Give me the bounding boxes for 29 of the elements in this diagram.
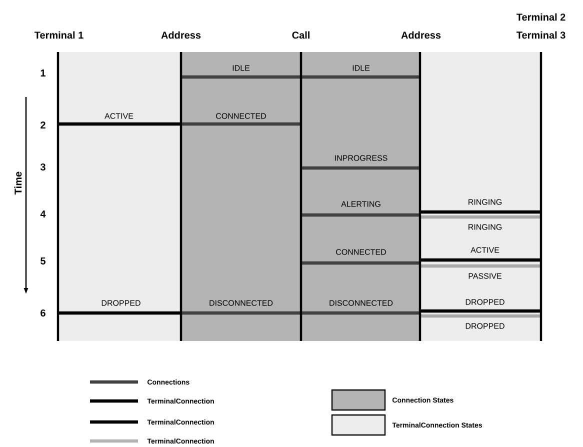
state-label: RINGING <box>468 224 502 230</box>
state-label: CONNECTED <box>336 249 386 255</box>
state-label: DROPPED <box>466 299 504 305</box>
column-header: Address <box>401 31 441 39</box>
state-label: IDLE <box>352 65 370 71</box>
state-label: DISCONNECTED <box>330 300 393 306</box>
state-label: DROPPED <box>466 323 504 329</box>
column-header: Address <box>161 31 201 39</box>
state-label: PASSIVE <box>468 273 502 279</box>
state-label: ACTIVE <box>104 113 134 119</box>
state-label: RINGING <box>468 199 502 205</box>
state-label: INPROGRESS <box>335 155 388 161</box>
step-number: 6 <box>40 309 46 317</box>
state-label: CONNECTED <box>216 113 266 119</box>
column-header: Call <box>292 31 310 39</box>
step-number: 1 <box>40 70 46 76</box>
state-label: DROPPED <box>102 300 140 306</box>
state-label: ACTIVE <box>470 247 500 253</box>
column-header: Terminal 3 <box>516 31 566 39</box>
state-label: DISCONNECTED <box>210 300 273 306</box>
column-header: Terminal 2 <box>516 13 566 21</box>
step-number: 2 <box>40 122 46 128</box>
step-number: 5 <box>40 258 46 264</box>
step-number: 4 <box>40 210 46 218</box>
axis-label: Time <box>14 172 22 194</box>
state-label: ALERTING <box>341 201 380 207</box>
step-number: 3 <box>40 163 46 171</box>
state-label: IDLE <box>232 65 250 71</box>
column-header: Terminal 1 <box>34 31 84 39</box>
